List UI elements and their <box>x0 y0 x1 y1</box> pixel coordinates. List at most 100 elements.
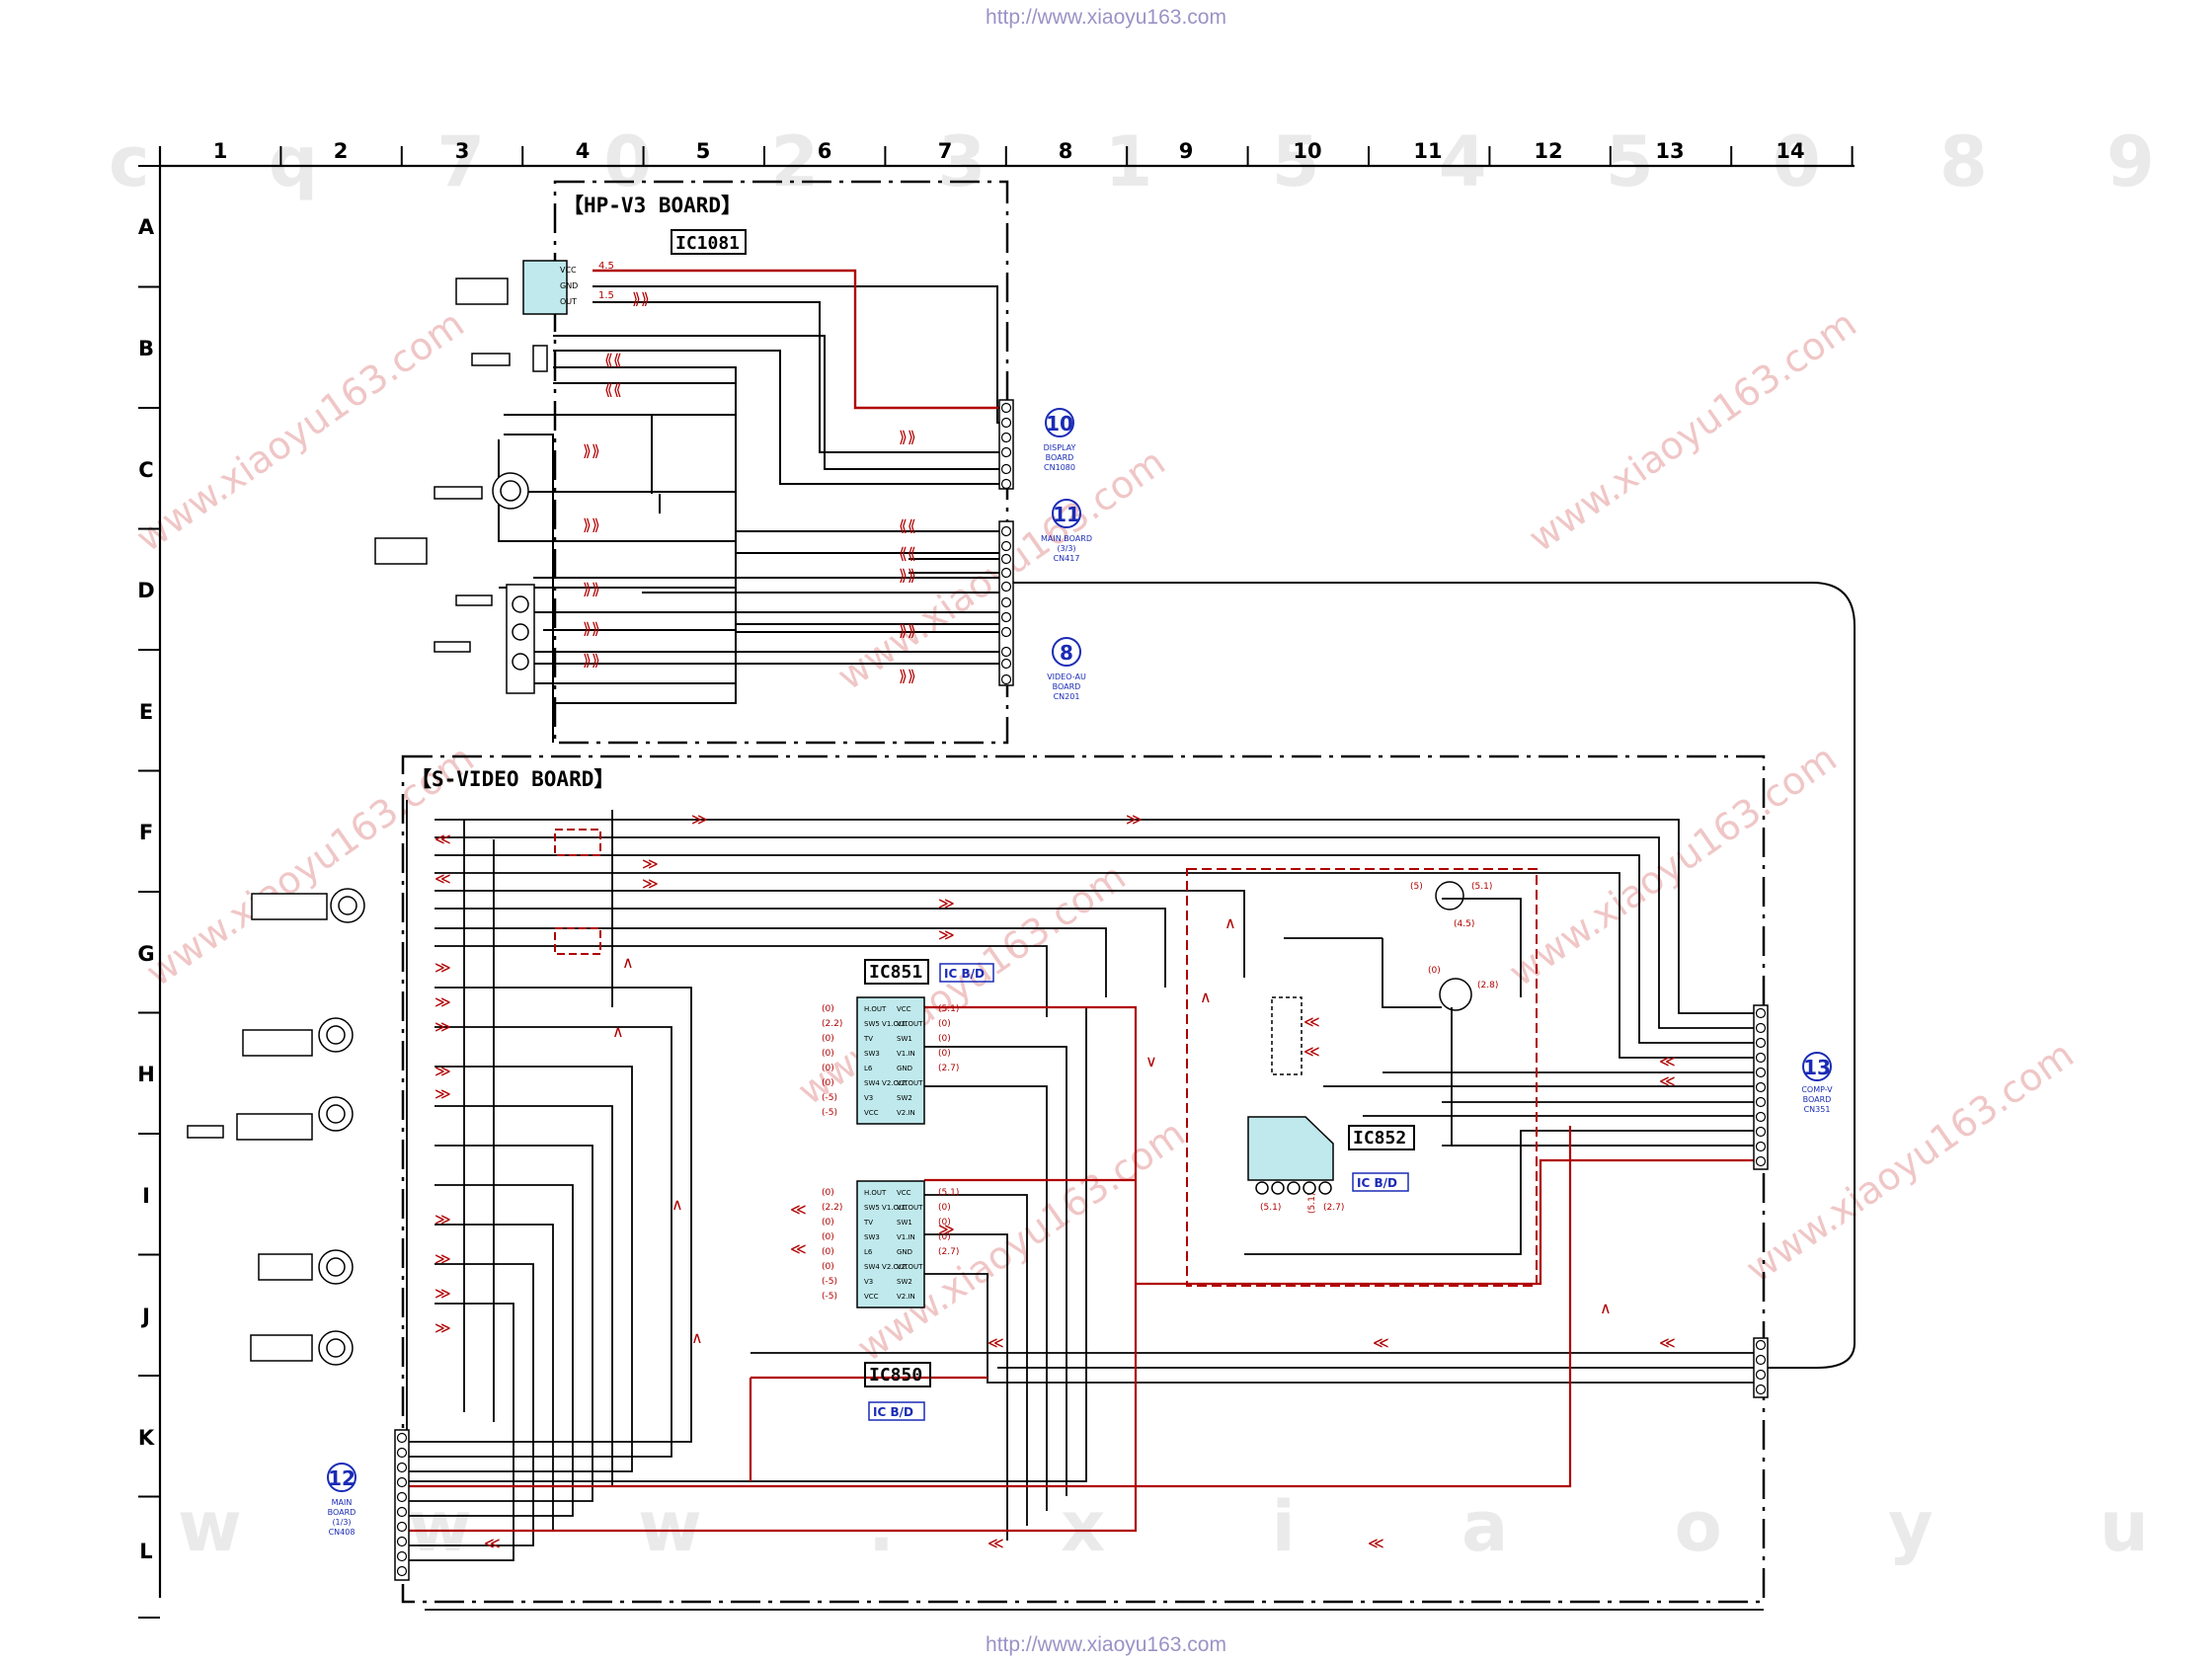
signal-arrow: ≪ <box>1304 1012 1320 1031</box>
column-labels: 1 2 3 4 5 6 7 8 9 10 11 12 13 14 <box>213 139 1805 163</box>
signal-arrow: ≫ <box>938 925 955 944</box>
signal-arrow: ≫ <box>938 894 955 912</box>
col-label: 11 <box>1413 139 1442 163</box>
row-label: H <box>137 1063 155 1086</box>
connector-pin <box>1000 417 1012 429</box>
s-video-jacks <box>318 888 365 1366</box>
wire <box>1382 938 1442 1008</box>
ic851-voltage: (0) <box>822 1034 834 1044</box>
signal-arrow: ≪ <box>790 1239 807 1258</box>
wire <box>434 890 1245 978</box>
watermark-6: www.xiaoyu163.com <box>1501 736 1845 994</box>
svg-text:c q 7 0 2 3 1 5 4 5 0 8 9 2: c q 7 0 2 3 1 5 4 5 0 8 9 2 4 9 8 2 9 9 <box>109 121 2212 202</box>
signal-arrow: ≫ <box>434 958 451 977</box>
ic851-pin-label: SW2 <box>897 1094 912 1102</box>
ic851-voltage: (0) <box>822 1247 834 1257</box>
connector-12-line: CN408 <box>329 1528 356 1537</box>
watermark-8: www.xiaoyu163.com <box>1738 1032 2082 1291</box>
ic852-pins <box>1255 1181 1332 1195</box>
transistor-voltage: (0) <box>1428 966 1441 976</box>
signal-arrow: ≪ <box>484 1534 501 1552</box>
signal-arrow: ∧ <box>622 953 634 972</box>
col-label: 2 <box>334 139 349 163</box>
svg-text:⟫⟫: ⟫⟫ <box>583 619 600 638</box>
ic851-pin-label: TV <box>863 1035 873 1043</box>
connector-pin <box>396 1447 408 1459</box>
ic851-pin-label: V3 <box>864 1278 873 1286</box>
signal-arrow: ∧ <box>1200 988 1212 1006</box>
signal-arrow: ∧ <box>691 1328 703 1347</box>
connector-8-num: 8 <box>1060 641 1073 665</box>
connector-pin <box>396 1476 408 1488</box>
svg-text:⟪⟪: ⟪⟪ <box>604 380 622 399</box>
ic851-pin-label: V2.OUT <box>897 1079 923 1087</box>
wire <box>434 819 1754 1014</box>
svg-text:⟫⟫: ⟫⟫ <box>583 580 600 598</box>
wire <box>434 908 1166 988</box>
col-label: 6 <box>818 139 832 163</box>
hp-v3-connector-pins <box>1000 402 1012 685</box>
connector-pin <box>396 1506 408 1518</box>
wire <box>924 1233 1008 1541</box>
signal-arrow: ≫ <box>938 1220 955 1238</box>
ic851-pin-label: SW3 <box>864 1233 880 1241</box>
signal-arrow: ≫ <box>434 1084 451 1103</box>
ic851-voltage: (-5) <box>822 1093 837 1103</box>
connector-13-line: COMP-V <box>1801 1085 1833 1094</box>
ic851-voltage: (0) <box>822 1064 834 1073</box>
ic851-voltage: (5.1) <box>938 1004 959 1014</box>
signal-arrow: ∧ <box>1224 913 1236 932</box>
row-label: F <box>139 821 153 844</box>
connector-10-num: 10 <box>1046 412 1073 436</box>
signal-arrow: ≫ <box>642 854 659 873</box>
connector-pin <box>1000 432 1012 443</box>
col-label: 9 <box>1179 139 1194 163</box>
ic1081-label: IC1081 <box>675 233 740 254</box>
col-label: 5 <box>696 139 711 163</box>
connector-pin <box>1000 581 1012 593</box>
svg-text:⟫⟫: ⟫⟫ <box>899 667 916 685</box>
ic851-voltage: (0) <box>938 1049 951 1059</box>
connector-pin <box>1000 611 1012 623</box>
signal-arrow: ≫ <box>434 992 451 1011</box>
ic851-voltage: (0) <box>938 1019 951 1029</box>
connector-8-line: CN201 <box>1054 692 1080 701</box>
ic851-label: IC851 <box>869 962 922 983</box>
connector-8-line: BOARD <box>1053 682 1081 691</box>
ic851-pin-label: TV <box>863 1219 873 1227</box>
connector-13-num: 13 <box>1803 1056 1831 1079</box>
signal-arrow: ≪ <box>1368 1534 1384 1552</box>
ic1081-voltage: 4.5 <box>598 261 614 272</box>
connector-pin <box>1755 1126 1767 1138</box>
connector-pin <box>1000 463 1012 475</box>
ic851-voltage: (0) <box>822 1232 834 1242</box>
row-label: D <box>137 579 154 602</box>
wire <box>434 854 1754 1044</box>
ic852-voltage: (5.1) <box>1260 1203 1281 1213</box>
ic851-voltage: (2.2) <box>822 1019 842 1029</box>
ic1081-voltages: 4.5 1.5 <box>598 261 614 301</box>
ic850-bd: IC B/D <box>873 1405 913 1419</box>
ic851-voltage: (0) <box>822 1218 834 1227</box>
connector-11-line: MAIN BOARD <box>1041 534 1092 543</box>
wire <box>409 1066 633 1472</box>
column-ticks <box>159 146 1854 166</box>
signal-arrow: ≫ <box>1126 810 1143 829</box>
signal-arrow: ∨ <box>1146 1052 1157 1070</box>
ic852-voltage: (2.7) <box>1323 1203 1344 1213</box>
ic851-pin-label: SW5 V1.OUT <box>864 1204 908 1212</box>
ic851-voltage: (0) <box>822 1262 834 1272</box>
transistor-voltage: (5.1) <box>1471 882 1492 892</box>
ic851-voltage: (0) <box>822 1049 834 1059</box>
connector-pin <box>1000 567 1012 579</box>
ic851-pin-label: H.OUT <box>864 1189 887 1197</box>
s-video-board-outline <box>401 754 1766 1604</box>
connector-13-line: CN351 <box>1804 1105 1831 1114</box>
s-video-arrows: ≪≪≫≫≫≫≫≫≫≫≫≫≫≫≫≫≫≪≪≪≪≪≪≪≪∧∧∧∧∧∧∨∧≪≪≪≪≫ <box>434 810 1676 1552</box>
wire <box>924 1273 1754 1384</box>
ic851-pin-label: GND <box>897 1248 912 1256</box>
ic851-voltage: (2.7) <box>938 1064 959 1073</box>
svg-text:⟪⟪: ⟪⟪ <box>604 351 622 369</box>
ic851-bd-box <box>939 963 994 983</box>
